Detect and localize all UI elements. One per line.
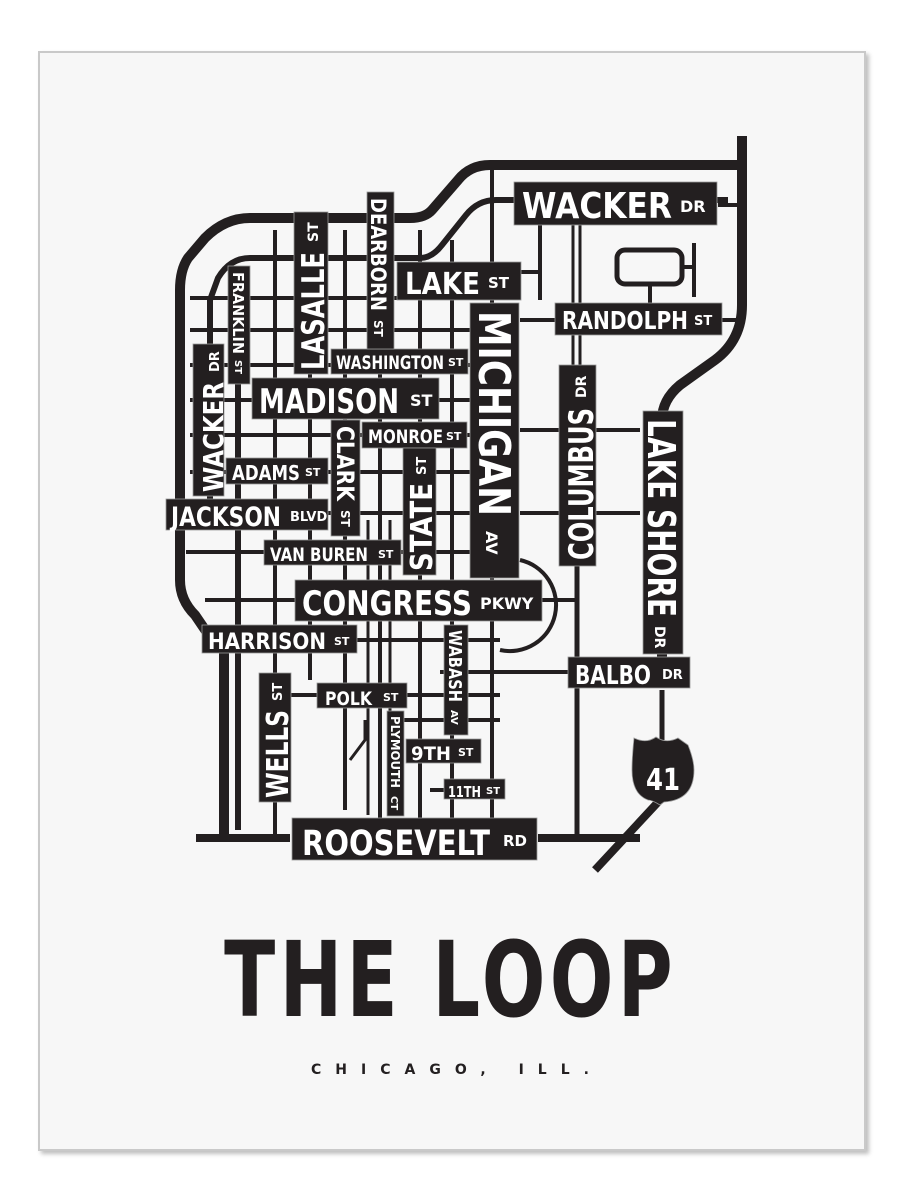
svg-text:ST: ST (371, 320, 385, 338)
sign-congress: CONGRESS PKWY (294, 579, 543, 624)
sign-roosevelt: ROOSEVELT RD (291, 817, 538, 864)
poster-title: THE LOOP (224, 919, 677, 1041)
svg-text:ST: ST (383, 691, 399, 704)
svg-text:FRANKLIN: FRANKLIN (229, 272, 247, 354)
svg-text:RANDOLPH: RANDOLPH (562, 306, 688, 335)
svg-text:9TH: 9TH (411, 743, 451, 765)
sign-state: STATE ST (402, 447, 440, 576)
svg-text:PKWY: PKWY (480, 594, 534, 613)
svg-text:BALBO: BALBO (575, 661, 651, 691)
sign-washington: WASHINGTON ST (330, 348, 469, 375)
road-congress-circle (499, 558, 559, 654)
svg-text:COLUMBUS: COLUMBUS (562, 408, 602, 560)
sign-randolph: RANDOLPH ST (554, 302, 723, 336)
svg-text:CLARK: CLARK (331, 426, 359, 502)
park-connectors (648, 243, 696, 305)
svg-text:CT: CT (388, 796, 399, 810)
svg-text:ST: ST (232, 360, 243, 374)
sign-lake-shore: LAKE SHORE DR (639, 410, 684, 655)
svg-text:AV: AV (482, 531, 501, 555)
svg-text:ST: ST (338, 510, 352, 528)
svg-text:ADAMS: ADAMS (232, 461, 300, 485)
svg-text:ROOSEVELT: ROOSEVELT (302, 824, 490, 864)
svg-text:ST: ST (694, 314, 712, 329)
svg-text:WACKER: WACKER (522, 186, 672, 227)
svg-text:HARRISON: HARRISON (208, 630, 326, 655)
svg-text:STATE: STATE (405, 483, 440, 571)
sign-monroe: MONROE ST (361, 421, 468, 449)
sign-11th: 11TH ST (443, 778, 506, 801)
sign-balbo: BALBO DR (567, 656, 691, 691)
sign-plymouth: PLYMOUTH CT (386, 710, 405, 817)
svg-text:ST: ST (378, 548, 394, 561)
svg-text:ST: ST (305, 466, 321, 479)
svg-text:DR: DR (662, 668, 683, 683)
sign-franklin: FRANKLIN ST (227, 265, 251, 385)
svg-text:PLYMOUTH: PLYMOUTH (388, 716, 402, 788)
svg-text:WELLS: WELLS (261, 710, 296, 798)
svg-text:DR: DR (208, 351, 223, 372)
sign-wabash: WABASH AV (443, 624, 469, 736)
svg-text:11TH: 11TH (448, 783, 481, 801)
svg-text:ST: ST (488, 274, 510, 292)
sign-columbus: COLUMBUS DR (558, 364, 602, 567)
svg-text:ST: ST (448, 356, 464, 369)
sign-michigan: MICHIGAN AV (468, 302, 520, 579)
svg-text:DR: DR (680, 197, 706, 216)
svg-text:ST: ST (306, 222, 322, 242)
shield-icon (631, 736, 695, 806)
sign-lasalle: LASALLE ST (293, 211, 332, 375)
svg-text:MADISON: MADISON (259, 382, 399, 422)
svg-text:ST: ST (410, 391, 433, 410)
sign-wacker-north: WACKER DR (513, 181, 718, 227)
us-41-shield: 41 (631, 736, 695, 806)
svg-text:WACKER: WACKER (197, 382, 230, 492)
sign-lake: LAKE ST (396, 261, 522, 302)
svg-text:POLK: POLK (325, 688, 373, 710)
svg-text:BLVD: BLVD (290, 510, 327, 525)
svg-text:41: 41 (646, 763, 680, 798)
poster-subtitle: CHICAGO, ILL. (311, 1062, 603, 1078)
sign-wacker-west: WACKER DR (192, 343, 230, 497)
svg-text:ST: ST (334, 635, 350, 648)
svg-text:CONGRESS: CONGRESS (302, 584, 472, 624)
svg-text:DR: DR (574, 375, 590, 398)
sign-adams: ADAMS ST (225, 457, 329, 485)
svg-text:ST: ST (458, 746, 474, 759)
svg-text:WASHINGTON: WASHINGTON (336, 352, 444, 374)
sign-madison: MADISON ST (251, 377, 440, 422)
sign-wells: WELLS ST (258, 672, 296, 803)
sign-harrison: HARRISON ST (201, 624, 358, 655)
park-outline (614, 247, 685, 287)
svg-text:DEARBORN: DEARBORN (366, 198, 390, 311)
svg-text:MONROE: MONROE (368, 426, 443, 448)
road-plymouth-bend (348, 720, 367, 761)
svg-text:ST: ST (271, 683, 286, 701)
svg-text:DR: DR (651, 626, 667, 649)
wacker-outer-road (175, 160, 742, 643)
svg-text:LAKE SHORE: LAKE SHORE (639, 419, 683, 617)
svg-text:JACKSON: JACKSON (169, 502, 281, 533)
svg-text:MICHIGAN: MICHIGAN (468, 311, 519, 516)
svg-text:ST: ST (415, 457, 430, 475)
sign-dearborn: DEARBORN ST (366, 191, 395, 350)
svg-text:WABASH: WABASH (444, 630, 465, 702)
svg-text:VAN BUREN: VAN BUREN (270, 544, 368, 566)
svg-text:LAKE: LAKE (405, 267, 480, 302)
svg-text:AV: AV (448, 710, 459, 725)
wacker-inner-road (207, 197, 728, 500)
sign-polk: POLK ST (316, 682, 408, 710)
sign-van-buren: VAN BUREN ST (263, 539, 402, 566)
sign-clark: CLARK ST (330, 419, 361, 537)
sign-9th: 9TH ST (405, 738, 482, 765)
svg-text:ST: ST (446, 430, 462, 443)
svg-text:LASALLE: LASALLE (296, 252, 332, 370)
svg-text:ST: ST (486, 786, 500, 797)
svg-text:RD: RD (503, 832, 527, 850)
sign-jackson: JACKSON BLVD (165, 498, 329, 533)
